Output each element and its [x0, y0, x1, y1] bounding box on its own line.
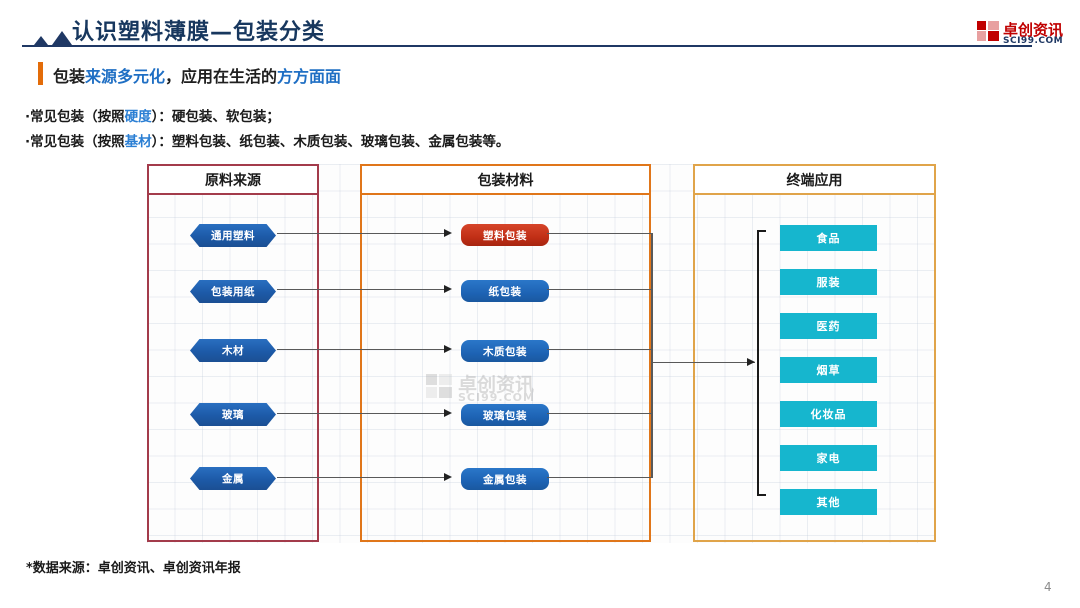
chip-food[interactable]: 食品 — [780, 225, 877, 251]
hex-metal[interactable]: 金属 — [190, 467, 276, 490]
column-packaging-material: 包装材料 塑料包装 纸包装 木质包装 玻璃包装 金属包装 卓创资讯 SCI99.… — [360, 164, 651, 542]
logo-text-cn: 卓创资讯 — [1003, 21, 1064, 39]
title-triangle-small-icon — [34, 36, 48, 45]
column-2-header: 包装材料 — [362, 166, 649, 195]
chip-medicine[interactable]: 医药 — [780, 313, 877, 339]
bullet-2-post: ）：塑料包装、纸包装、木质包装、玻璃包装、金属包装等。 — [151, 134, 510, 150]
logo-squares-icon — [977, 21, 999, 41]
connector-line-4 — [277, 413, 444, 415]
title-triangle-large-icon — [52, 31, 72, 45]
connector-arrow-2 — [444, 284, 452, 293]
collector-vertical-bar — [651, 233, 653, 478]
connector-arrow-1 — [444, 228, 452, 237]
main-flow-arrow — [747, 357, 755, 366]
flow-diagram: 原料来源 通用塑料 包装用纸 木材 玻璃 金属 包装材料 塑料包装 纸包装 木质… — [147, 164, 936, 543]
chip-tobacco[interactable]: 烟草 — [780, 357, 877, 383]
hex-wood[interactable]: 木材 — [190, 339, 276, 362]
column-end-application: 终端应用 食品 服装 医药 烟草 化妆品 家电 其他 — [693, 164, 936, 542]
chip-others[interactable]: 其他 — [780, 489, 877, 515]
title-divider — [22, 45, 1032, 47]
column-raw-material-source: 原料来源 通用塑料 包装用纸 木材 玻璃 金属 — [147, 164, 319, 542]
connector-arrow-5 — [444, 472, 452, 481]
watermark-text-en: SCI99.COM — [458, 391, 535, 404]
column-1-header: 原料来源 — [149, 166, 317, 195]
bullet-1-highlight: 硬度 — [124, 109, 152, 125]
bullet-1-post: ）：硬包装、软包装； — [151, 109, 280, 125]
subtitle: 包装来源多元化，应用在生活的方方面面 — [53, 63, 341, 87]
collector-stub-4 — [547, 413, 652, 415]
application-group-bracket — [757, 230, 766, 496]
pill-glass-packaging[interactable]: 玻璃包装 — [461, 404, 549, 426]
hex-glass[interactable]: 玻璃 — [190, 403, 276, 426]
chip-appliance[interactable]: 家电 — [780, 445, 877, 471]
data-source-note: *数据来源：卓创资讯、卓创资讯年报 — [26, 561, 241, 576]
watermark-text-cn: 卓创资讯 — [458, 374, 535, 396]
connector-line-5 — [277, 477, 444, 479]
logo-text-en: SCI99.COM — [1003, 36, 1064, 46]
pill-wood-packaging[interactable]: 木质包装 — [461, 340, 549, 362]
hex-packaging-paper[interactable]: 包装用纸 — [190, 280, 276, 303]
connector-line-2 — [277, 289, 444, 291]
bullet-1-pre: ·常见包装（按照 — [25, 109, 125, 125]
pill-paper-packaging[interactable]: 纸包装 — [461, 280, 549, 302]
connector-line-3 — [277, 349, 444, 351]
bullet-substrate: ·常见包装（按照基材）：塑料包装、纸包装、木质包装、玻璃包装、金属包装等。 — [25, 130, 509, 150]
column-3-body: 食品 服装 医药 烟草 化妆品 家电 其他 — [695, 195, 934, 540]
pill-metal-packaging[interactable]: 金属包装 — [461, 468, 549, 490]
collector-stub-3 — [547, 349, 652, 351]
subtitle-highlight2: 方方面面 — [277, 67, 342, 86]
column-1-body: 通用塑料 包装用纸 木材 玻璃 金属 — [149, 195, 317, 540]
connector-line-1 — [277, 233, 444, 235]
pill-plastic-packaging[interactable]: 塑料包装 — [461, 224, 549, 246]
subtitle-part2: ，应用在生活的 — [165, 67, 278, 86]
main-flow-line — [651, 362, 755, 364]
connector-arrow-4 — [444, 408, 452, 417]
hex-general-plastic[interactable]: 通用塑料 — [190, 224, 276, 247]
page-title: 认识塑料薄膜—包装分类 — [72, 20, 326, 45]
chip-cosmetics[interactable]: 化妆品 — [780, 401, 877, 427]
watermark-squares-icon — [426, 374, 452, 398]
page-number: 4 — [1044, 580, 1052, 594]
column-3-header: 终端应用 — [695, 166, 934, 195]
collector-stub-5 — [547, 477, 652, 479]
brand-logo: 卓创资讯 SCI99.COM — [977, 20, 1072, 50]
bullet-2-pre: ·常见包装（按照 — [25, 134, 125, 150]
watermark: 卓创资讯 SCI99.COM — [426, 371, 606, 405]
collector-stub-2 — [547, 289, 652, 291]
column-2-body: 塑料包装 纸包装 木质包装 玻璃包装 金属包装 卓创资讯 SCI99.COM — [362, 195, 649, 540]
bullet-hardness: ·常见包装（按照硬度）：硬包装、软包装； — [25, 105, 280, 125]
subtitle-accent-bar — [38, 62, 43, 85]
collector-stub-1 — [547, 233, 652, 235]
connector-arrow-3 — [444, 344, 452, 353]
subtitle-part1: 包装 — [53, 67, 86, 86]
bullet-2-highlight: 基材 — [124, 134, 152, 150]
chip-apparel[interactable]: 服装 — [780, 269, 877, 295]
subtitle-highlight1: 来源多元化 — [85, 67, 166, 86]
